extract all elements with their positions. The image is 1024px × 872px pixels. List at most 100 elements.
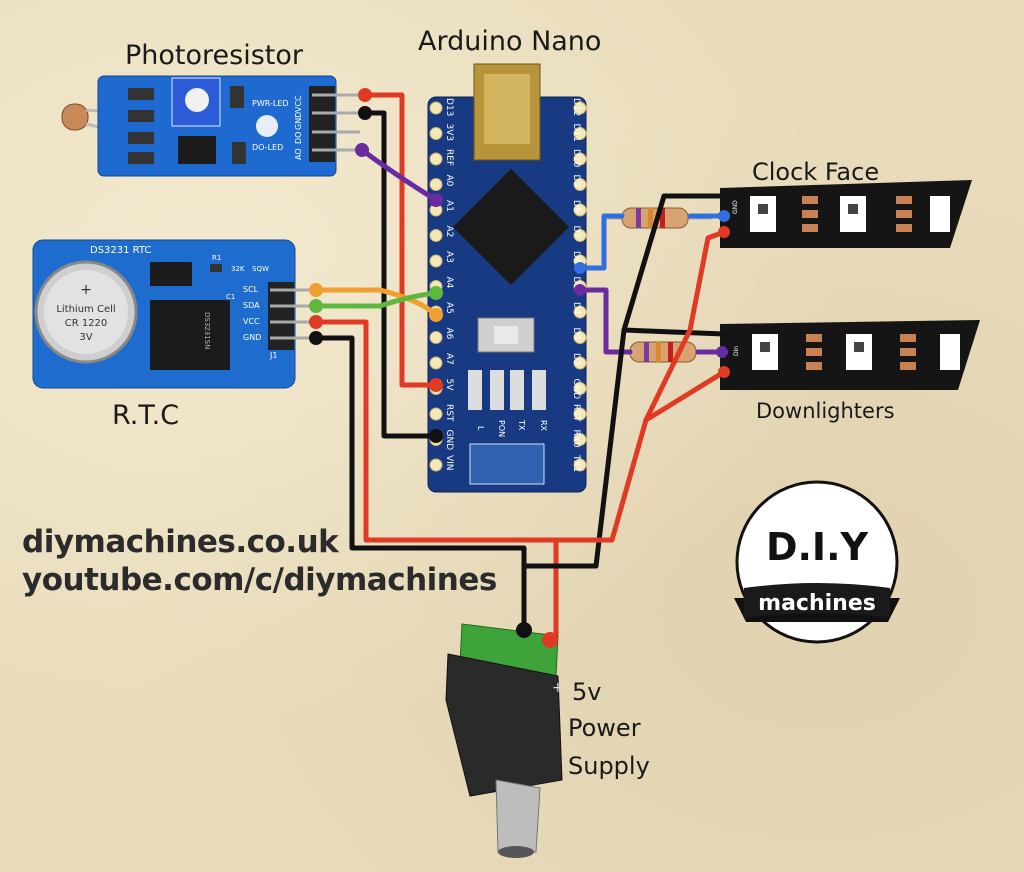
pin-label-scl: SCL	[243, 285, 259, 294]
photoresistor-module: PWR-LED DO-LED VCC GND DO AO	[61, 75, 360, 177]
nano-pin-label: D7	[571, 226, 581, 239]
rtc-module: DS3231 RTC + Lithium Cell CR 1220 3V DS3…	[32, 239, 315, 389]
website-link[interactable]: diymachines.co.uk	[22, 524, 339, 560]
nano-pin-label: D5	[571, 277, 581, 290]
nano-pin-pad	[429, 458, 443, 472]
wire-5v-down	[643, 369, 727, 423]
nano-pin-pad	[573, 433, 587, 446]
nano-pin-pad	[429, 127, 443, 140]
youtube-link[interactable]: youtube.com/c/diymachines	[22, 562, 497, 598]
nano-pin-label: D3	[571, 328, 581, 341]
nano-pin-label: D6	[571, 251, 581, 264]
nano-pin-label: A2	[444, 226, 454, 238]
nano-pin-label: A7	[444, 353, 454, 365]
svg-text:DS3231SN: DS3231SN	[203, 312, 211, 349]
logo-text: D.I.Y	[766, 525, 869, 569]
nano-pin-label: A3	[444, 251, 454, 263]
svg-text:+: +	[80, 282, 92, 298]
svg-text:SQW: SQW	[252, 265, 269, 273]
nano-pin-pad	[573, 305, 587, 319]
nano-pin-pad	[573, 458, 587, 472]
nano-pin-label: A5	[444, 302, 454, 314]
label-photoresistor: Photoresistor	[125, 40, 304, 71]
nano-pin-pad	[573, 127, 587, 140]
logo-banner-text: machines	[758, 591, 876, 616]
svg-text:PON: PON	[497, 420, 506, 437]
nano-pin-pad	[429, 229, 443, 242]
pin-label-gnd: GND	[294, 112, 303, 130]
svg-text:RX: RX	[539, 420, 548, 432]
nano-pin-label: D12	[571, 98, 581, 116]
nano-pin-pad	[573, 203, 587, 217]
nano-pin-label: D8	[571, 200, 581, 213]
wire-photo-ao	[359, 147, 439, 203]
label-arduino-nano: Arduino Nano	[418, 26, 601, 57]
nano-pin-label: RST	[571, 404, 581, 422]
diy-machines-logo: D.I.Y machines	[734, 480, 900, 644]
pin-label-ao: AO	[294, 148, 303, 160]
wire-rtc-vcc	[313, 319, 559, 637]
rtc-board-title: DS3231 RTC	[90, 245, 151, 256]
clock-face-strip: GND	[720, 180, 972, 248]
label-rtc: R.T.C	[112, 400, 179, 431]
nano-pin-pad	[573, 382, 587, 395]
nano-pin-pad	[573, 178, 587, 191]
wire-gnd-down	[621, 327, 727, 337]
nano-pin-pad	[429, 152, 443, 166]
nano-pin-label: A0	[444, 175, 454, 187]
nano-pin-label: GND	[571, 379, 581, 400]
svg-text:+: +	[552, 680, 564, 696]
wire-5v-clock	[553, 229, 727, 543]
nano-pin-label: TX1	[571, 454, 581, 472]
svg-text:Din: Din	[733, 346, 740, 356]
nano-pin-pad	[573, 101, 587, 115]
nano-pin-label: D11	[571, 124, 581, 142]
nano-pin-label: RX0	[571, 430, 581, 448]
nano-pin-pad	[429, 101, 443, 115]
nano-pin-label: D13	[444, 98, 454, 116]
nano-pin-label: D4	[571, 302, 581, 315]
svg-text:TX: TX	[517, 419, 526, 431]
nano-pin-pad	[573, 407, 587, 421]
nano-pin-pad	[573, 229, 587, 242]
nano-pin-label: 3V3	[444, 124, 454, 142]
pin-label-gnd: GND	[243, 333, 261, 342]
battery-label: Lithium Cell	[56, 304, 115, 315]
svg-text:C1: C1	[226, 293, 235, 301]
nano-pin-label: D10	[571, 149, 581, 168]
nano-pin-label: A6	[444, 328, 454, 340]
svg-text:J1: J1	[269, 351, 277, 360]
dc-power-jack: +	[445, 622, 564, 858]
pin-label-vcc: VCC	[243, 317, 260, 326]
nano-pin-pad	[429, 356, 443, 370]
nano-pin-pad	[429, 331, 443, 344]
svg-text:CR 1220: CR 1220	[65, 318, 108, 329]
diagram-labels: Photoresistor Arduino Nano Clock Face Do…	[112, 26, 895, 780]
nano-pin-pad	[429, 407, 443, 421]
label-supply: Supply	[568, 752, 650, 780]
nano-pin-pad	[573, 356, 587, 370]
label-power: Power	[568, 714, 641, 742]
label-clock-face: Clock Face	[752, 158, 879, 186]
nano-pin-label: 5V	[444, 379, 454, 392]
nano-pin-label: D9	[571, 175, 581, 188]
downlighters-strip: Din	[720, 320, 980, 390]
nano-pin-label: D2	[571, 353, 581, 366]
wire-photo-gnd	[359, 110, 439, 439]
ds3231-chip	[150, 300, 230, 370]
nano-pin-pad	[429, 254, 443, 268]
nano-pin-label: VIN	[444, 455, 454, 471]
nano-pin-pad	[429, 178, 443, 191]
nano-pin-pad	[573, 331, 587, 344]
svg-text:32K: 32K	[231, 265, 245, 273]
pin-label-vcc: VCC	[294, 95, 303, 112]
pin-label-sda: SDA	[243, 301, 260, 310]
svg-text:R1: R1	[212, 254, 221, 262]
nano-leds: L PON TX RX	[468, 370, 548, 437]
nano-pin-label: RST	[444, 404, 454, 422]
ldr-sensor	[61, 103, 89, 131]
